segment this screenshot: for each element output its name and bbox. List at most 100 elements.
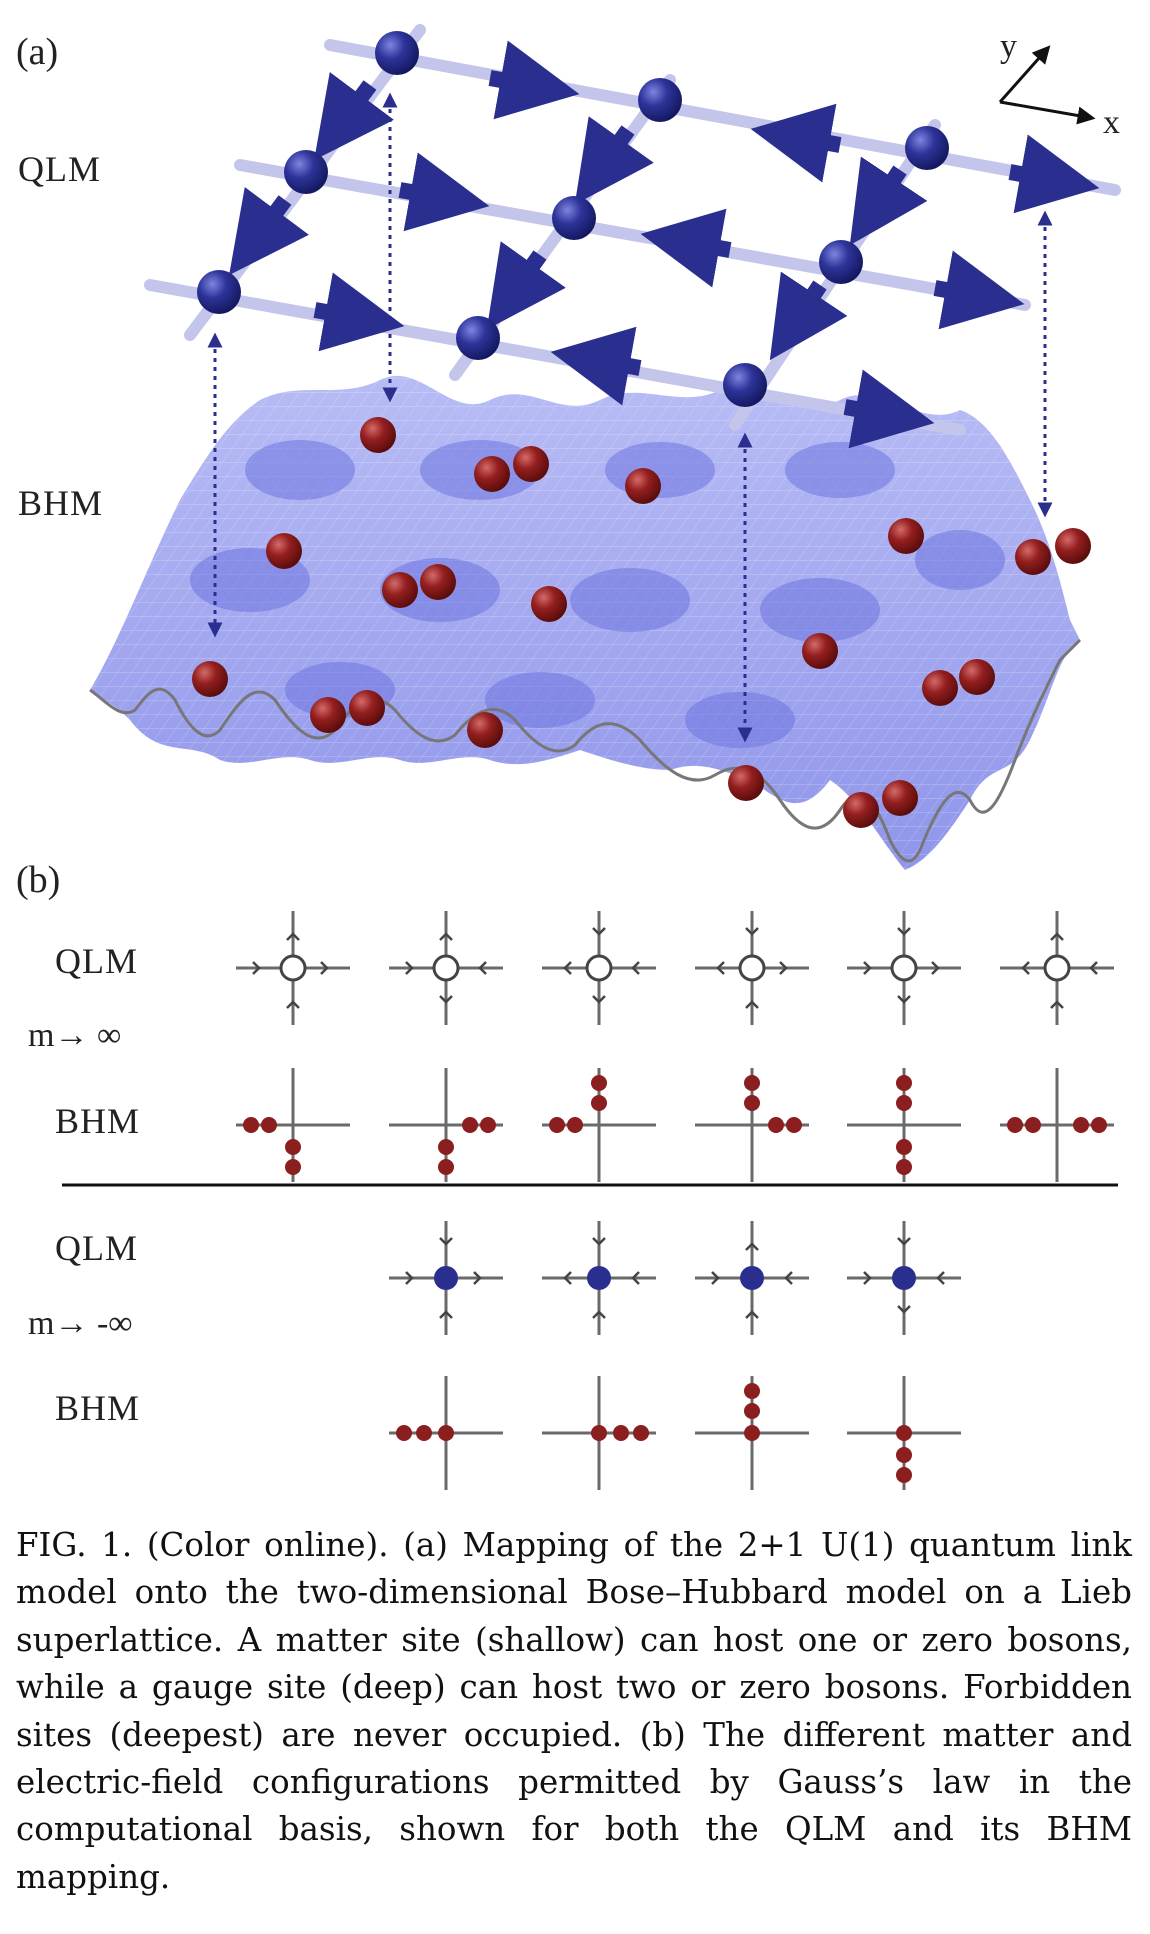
vertex-config-bhm-top bbox=[542, 1068, 656, 1182]
boson bbox=[896, 1467, 912, 1483]
boson bbox=[360, 417, 396, 453]
boson bbox=[888, 518, 924, 554]
field-arrow bbox=[563, 1271, 572, 1285]
boson bbox=[744, 1095, 760, 1111]
boson bbox=[261, 1117, 277, 1133]
boson bbox=[896, 1139, 912, 1155]
field-arrow bbox=[286, 1000, 300, 1009]
vertex-config-qlm-bottom bbox=[847, 1221, 961, 1335]
empty-matter-site bbox=[279, 954, 307, 982]
boson bbox=[896, 1159, 912, 1175]
link-arrow bbox=[550, 326, 642, 406]
panel-b-label: (b) bbox=[16, 859, 61, 901]
field-arrow bbox=[252, 961, 261, 975]
vertex-config-qlm-bottom bbox=[389, 1221, 503, 1335]
boson bbox=[896, 1425, 912, 1441]
bhm-potential-surface bbox=[89, 375, 1082, 870]
boson bbox=[613, 1425, 629, 1441]
boson bbox=[744, 1075, 760, 1091]
vertex-config-bhm-top bbox=[847, 1068, 961, 1182]
boson bbox=[310, 697, 346, 733]
panel-a bbox=[89, 24, 1121, 870]
field-arrow bbox=[439, 995, 453, 1004]
boson bbox=[480, 1117, 496, 1133]
field-arrow bbox=[745, 1310, 759, 1319]
boson bbox=[633, 1425, 649, 1441]
boson bbox=[438, 1425, 454, 1441]
field-arrow bbox=[631, 961, 640, 975]
x-axis-arrow bbox=[999, 100, 1096, 125]
panel-b bbox=[236, 911, 1114, 1490]
matter-site bbox=[552, 196, 596, 240]
boson bbox=[285, 1159, 301, 1175]
field-arrow bbox=[936, 1271, 945, 1285]
vertex-config-qlm-top bbox=[1000, 911, 1114, 1025]
link-arrow bbox=[769, 271, 848, 361]
vertex-config-bhm-bottom bbox=[695, 1376, 809, 1490]
field-arrow bbox=[779, 961, 788, 975]
boson bbox=[474, 456, 510, 492]
field-arrow bbox=[439, 932, 453, 941]
boson bbox=[1055, 528, 1091, 564]
boson bbox=[531, 586, 567, 622]
bosons bbox=[192, 417, 1091, 828]
boson bbox=[396, 1425, 412, 1441]
field-arrow bbox=[592, 927, 606, 936]
link-arrow bbox=[750, 103, 842, 183]
field-arrow bbox=[745, 1242, 759, 1251]
matter-sites bbox=[197, 31, 949, 407]
field-arrow bbox=[405, 1271, 414, 1285]
link-arrow bbox=[849, 156, 928, 246]
field-arrow bbox=[897, 995, 911, 1004]
field-arrow bbox=[405, 961, 414, 975]
field-arrow bbox=[863, 1271, 872, 1285]
empty-matter-site bbox=[890, 954, 918, 982]
boson bbox=[243, 1117, 259, 1133]
boson bbox=[896, 1095, 912, 1111]
boson bbox=[1091, 1117, 1107, 1133]
figure-caption: FIG. 1. (Color online). (a) Mapping of t… bbox=[16, 1526, 1132, 1896]
filled-matter-site bbox=[434, 1266, 458, 1290]
field-arrow bbox=[592, 995, 606, 1004]
mass-label-top: m→ ∞ bbox=[28, 1017, 122, 1054]
boson bbox=[744, 1383, 760, 1399]
vertex-config-bhm-top bbox=[389, 1068, 503, 1182]
mapping-arrows bbox=[207, 92, 1053, 743]
boson bbox=[513, 446, 549, 482]
boson bbox=[591, 1075, 607, 1091]
boson bbox=[420, 564, 456, 600]
field-arrow bbox=[1021, 961, 1030, 975]
field-arrow bbox=[439, 1310, 453, 1319]
boson bbox=[349, 690, 385, 726]
matter-site bbox=[638, 78, 682, 122]
vertex-config-qlm-top bbox=[847, 911, 961, 1025]
filled-matter-site bbox=[892, 1266, 916, 1290]
field-arrow bbox=[745, 927, 759, 936]
field-arrow bbox=[711, 1271, 720, 1285]
boson bbox=[285, 1139, 301, 1155]
vertex-config-qlm-top bbox=[389, 911, 503, 1025]
boson bbox=[462, 1117, 478, 1133]
boson bbox=[744, 1403, 760, 1419]
matter-site bbox=[819, 240, 863, 284]
boson bbox=[882, 780, 918, 816]
axes-indicator bbox=[998, 45, 1096, 125]
link-arrow bbox=[488, 40, 580, 120]
field-arrow bbox=[1050, 1000, 1064, 1009]
matter-site bbox=[456, 316, 500, 360]
field-arrow bbox=[863, 961, 872, 975]
field-arrow bbox=[1050, 932, 1064, 941]
bhm-label-top: BHM bbox=[55, 1101, 141, 1141]
link-arrow bbox=[229, 187, 309, 276]
boson bbox=[744, 1425, 760, 1441]
field-arrow bbox=[931, 961, 940, 975]
boson bbox=[416, 1425, 432, 1441]
boson bbox=[567, 1117, 583, 1133]
matter-site bbox=[197, 270, 241, 314]
boson bbox=[382, 572, 418, 608]
link-arrow bbox=[314, 72, 394, 161]
boson bbox=[625, 468, 661, 504]
empty-matter-site bbox=[1043, 954, 1071, 982]
boson bbox=[896, 1447, 912, 1463]
field-arrow bbox=[563, 961, 572, 975]
